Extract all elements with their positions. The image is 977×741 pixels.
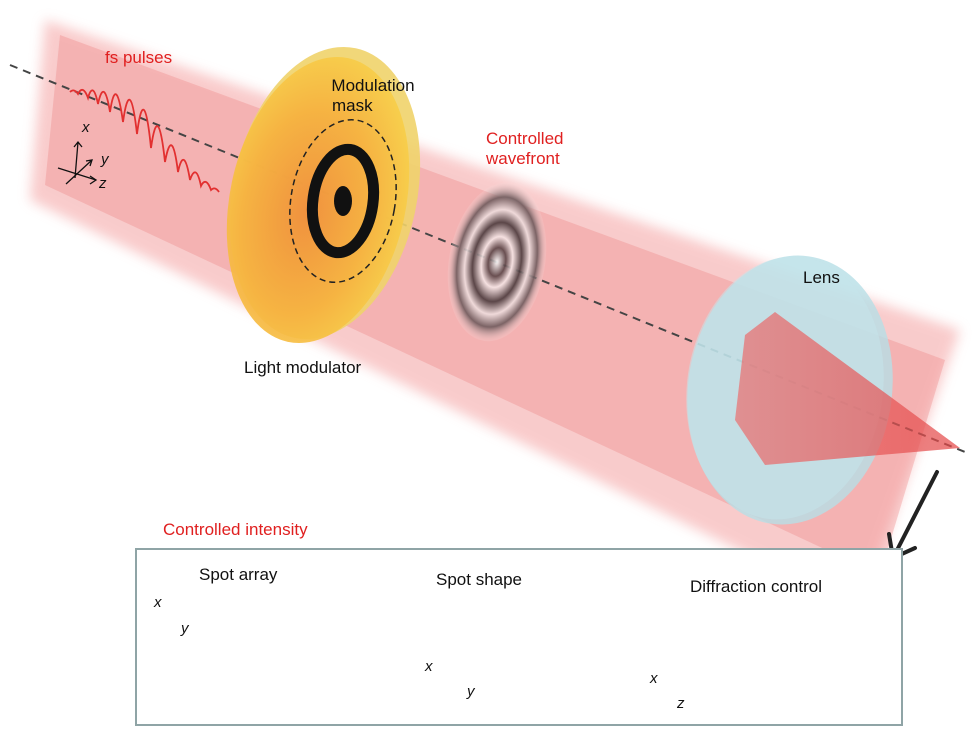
diffraction-x-label: x (650, 670, 658, 687)
spot-shape-x-label: x (425, 658, 433, 675)
controlled-wavefront-label-line1: Controlled (486, 129, 564, 149)
lens-label: Lens (803, 268, 840, 288)
controlled-intensity-label: Controlled intensity (163, 520, 308, 540)
spot-array-title: Spot array (199, 565, 277, 585)
fs-pulses-label: fs pulses (105, 48, 172, 68)
beam-axis-z-label: z (99, 175, 107, 192)
spot-shape-title: Spot shape (436, 570, 522, 590)
beam-axis-x-label: x (82, 119, 90, 136)
diffraction-control-title: Diffraction control (690, 577, 822, 597)
spot-array-x-label: x (154, 594, 162, 611)
light-modulator-label: Light modulator (244, 358, 361, 378)
mask-center-dot (334, 186, 352, 216)
modulation-mask-label-line2: mask (318, 96, 428, 116)
modulation-mask-label: Modulation mask (318, 76, 428, 116)
controlled-wavefront-label-line2: wavefront (486, 149, 564, 169)
beam-axis-y-label: y (101, 151, 109, 168)
spot-shape-y-label: y (467, 683, 475, 700)
controlled-wavefront-label: Controlled wavefront (486, 129, 564, 169)
spot-array-y-label: y (181, 620, 189, 637)
modulation-mask-label-line1: Modulation (318, 76, 428, 96)
diffraction-z-label: z (677, 695, 685, 712)
